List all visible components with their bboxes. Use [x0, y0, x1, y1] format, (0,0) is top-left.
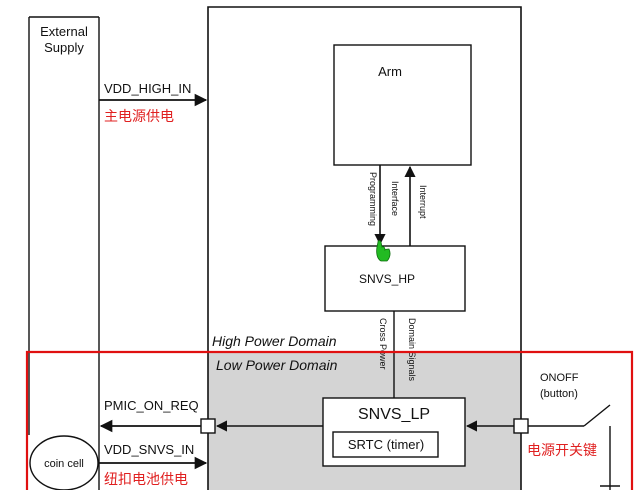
hand-cursor-icon	[376, 240, 391, 262]
switch-lever-icon	[583, 404, 611, 427]
vdd-snvs-in-label: VDD_SNVS_IN	[104, 442, 194, 457]
coin-cell-icon	[29, 435, 99, 490]
srtc-block	[332, 431, 439, 458]
external-supply-label-line1: External	[40, 24, 88, 39]
chip-boundary	[207, 6, 522, 490]
programming-interface-label-line2: Interface	[390, 181, 400, 216]
external-supply-label-line2: Supply	[44, 40, 84, 55]
programming-interface-label-line1: Programming	[368, 172, 378, 226]
arm-block	[333, 44, 472, 166]
coin-cell-label: coin cell	[44, 458, 84, 470]
vdd-high-in-cn-label: 主电源供电	[104, 109, 174, 125]
snvs-hp-label: SNVS_HP	[359, 272, 415, 286]
onoff-cn-label: 电源开关键	[527, 443, 597, 459]
interrupt-label: Interrupt	[418, 185, 428, 219]
pmic-on-req-label: PMIC_ON_REQ	[104, 398, 199, 413]
low-power-domain-label: Low Power Domain	[216, 357, 338, 373]
cross-domain-label-line1: Cross Power	[378, 318, 388, 370]
snvs-lp-label: SNVS_LP	[358, 406, 430, 423]
low-power-highlight-box	[25, 350, 634, 490]
snvs-hp-block	[324, 245, 466, 312]
vdd-high-in-label: VDD_HIGH_IN	[104, 81, 191, 96]
cross-domain-label-line2: Domain Signals	[407, 318, 417, 382]
onoff-label-line2: (button)	[540, 388, 578, 400]
arm-label: Arm	[378, 64, 402, 79]
onoff-pad	[513, 418, 529, 434]
vdd-snvs-in-cn-label: 纽扣电池供电	[104, 472, 188, 488]
srtc-label: SRTC (timer)	[348, 437, 424, 452]
high-power-domain-label: High Power Domain	[212, 333, 337, 349]
onoff-label-line1: ONOFF	[540, 372, 579, 384]
pmic-on-req-pad	[200, 418, 216, 434]
